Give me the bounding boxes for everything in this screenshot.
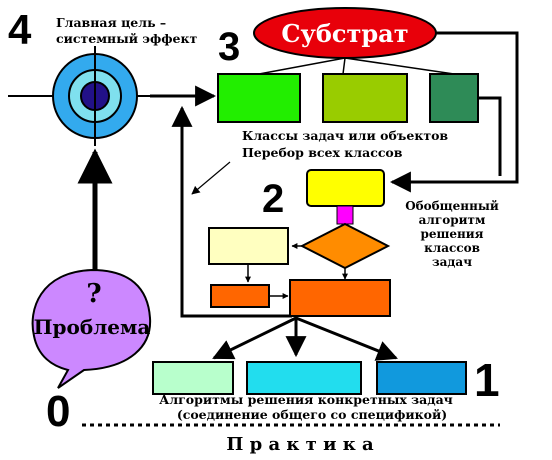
spec-box-2 bbox=[246, 361, 362, 395]
goal-caption-line2: системный эффект bbox=[56, 31, 197, 46]
goal-caption-line1: Главная цель – bbox=[56, 15, 166, 30]
practice-label: П р а к т и к а bbox=[226, 434, 374, 455]
gen-connector bbox=[336, 205, 354, 225]
substrate-number: 3 bbox=[218, 25, 240, 69]
substrate-label: Субстрат bbox=[281, 19, 408, 48]
arrow-caption-pointer bbox=[191, 161, 231, 195]
generalized-number: 2 bbox=[262, 177, 284, 221]
classes-caption-line2: Перебор всех классов bbox=[242, 145, 403, 160]
spec-box-1 bbox=[152, 361, 234, 395]
substrate-loop-line bbox=[436, 31, 519, 180]
generalized-caption-line4: классов bbox=[424, 241, 480, 255]
generalized-caption-line2: алгоритм bbox=[419, 213, 486, 227]
arrow-to-generalized bbox=[389, 171, 519, 193]
class-box-2 bbox=[322, 73, 408, 123]
generalized-caption-line1: Обобщенный bbox=[405, 199, 499, 213]
practice-number: 0 bbox=[46, 387, 70, 436]
substrate-link-middle bbox=[342, 57, 346, 75]
spec-box-3 bbox=[376, 361, 467, 395]
specific-caption-line1: Алгоритмы решения конкретных задач bbox=[159, 392, 453, 407]
gen-start-box bbox=[306, 169, 385, 207]
generalized-caption-line3: решения bbox=[420, 227, 483, 241]
arrow-to-spec-left bbox=[212, 316, 297, 360]
goal-target bbox=[8, 46, 150, 146]
feedback-line bbox=[171, 105, 292, 318]
goal-number: 4 bbox=[8, 6, 32, 53]
gen-decision-diamond bbox=[299, 222, 391, 270]
class-box-3 bbox=[429, 73, 479, 123]
arrow-to-spec-right bbox=[295, 316, 398, 361]
main-orange-box bbox=[289, 279, 391, 317]
substrate-link-left bbox=[258, 57, 346, 75]
problem-bubble-shape bbox=[31, 268, 152, 389]
specific-caption-line2: (соединение общего со спецификой) bbox=[177, 407, 447, 422]
small-orange-box bbox=[210, 284, 270, 308]
problem-label: Проблема bbox=[34, 315, 151, 339]
problem-mark: ? bbox=[86, 279, 101, 309]
specific-number: 1 bbox=[474, 354, 500, 406]
class-box-1 bbox=[217, 73, 301, 123]
classes-caption-line1: Классы задач или объектов bbox=[242, 128, 448, 143]
pale-step-box bbox=[208, 227, 289, 265]
generalized-caption-line5: задач bbox=[432, 255, 472, 269]
problem-bubble bbox=[31, 268, 152, 389]
classes-right-line bbox=[478, 96, 502, 176]
substrate-link-right bbox=[344, 57, 455, 75]
